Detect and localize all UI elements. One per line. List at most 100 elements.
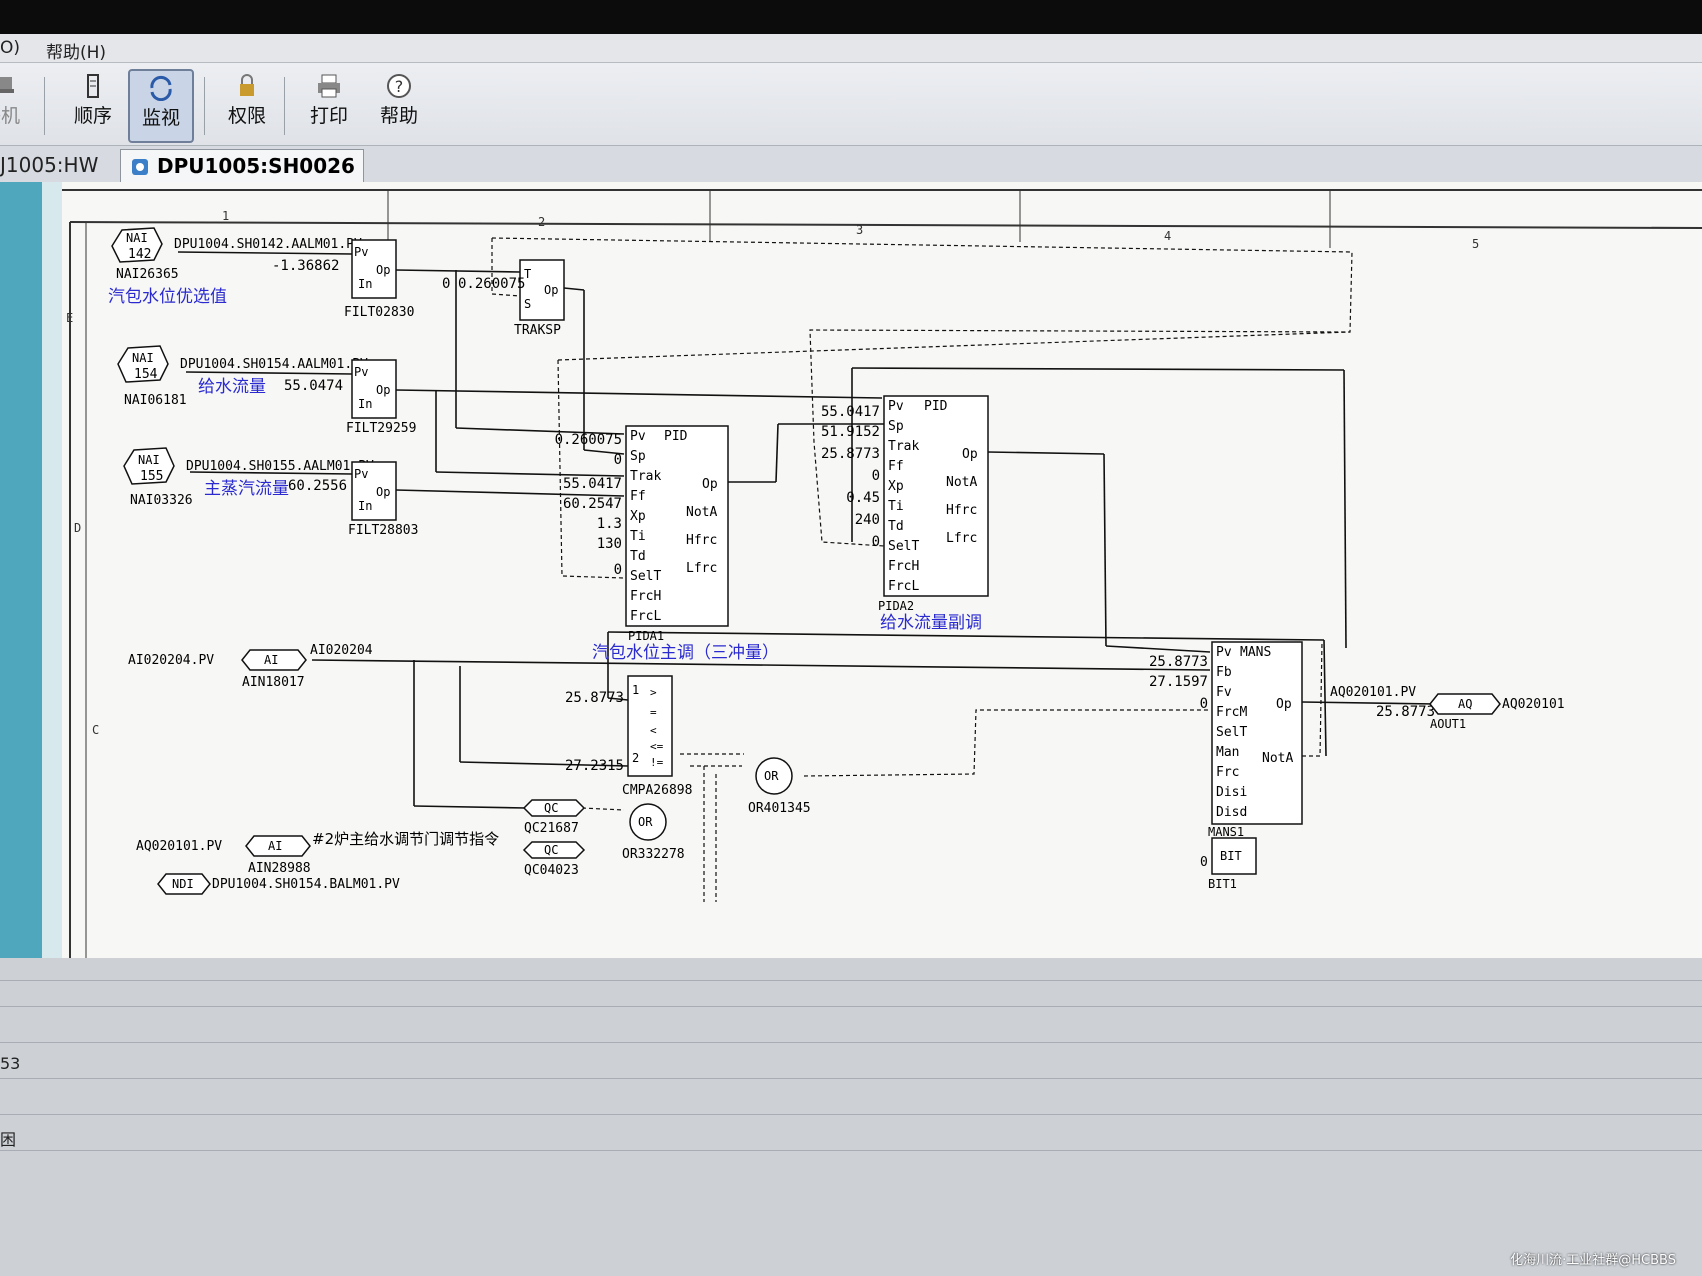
pida2-value: 0.45	[846, 490, 880, 506]
nai142-name: NAI26365	[116, 267, 179, 282]
logic-diagram-canvas[interactable]: 1 2 3 4 5 E D C	[62, 182, 1702, 958]
mans1-ports: Pv Fb Fv FrcM SelT Man Frc Disi Disd	[1216, 645, 1247, 820]
or401345-block[interactable]: OR OR401345	[748, 757, 811, 816]
mans1-value: 27.1597	[1149, 674, 1208, 690]
pida2-value: 0	[872, 534, 880, 550]
qc21687-label: QC	[544, 801, 558, 815]
pida1-port: Trak	[630, 469, 661, 484]
menu-item-o[interactable]: O)	[0, 38, 21, 58]
filt29259-block[interactable]: Pv Op In FILT29259	[346, 359, 416, 436]
filt02830-name: FILT02830	[344, 305, 414, 320]
online-button[interactable]: 联机	[0, 69, 32, 139]
pida2-value: 240	[855, 512, 880, 528]
ndi-shape-label: NDI	[172, 877, 194, 891]
pida1-value: 55.0417	[563, 476, 622, 492]
pida2-value: 25.8773	[821, 446, 880, 462]
document-tab-bar: J1005:HW DPU1005:SH0026	[0, 146, 1702, 183]
tab-sh0026[interactable]: DPU1005:SH0026	[120, 149, 364, 182]
grid-labels: 1 2 3 4 5 E D C	[66, 209, 1479, 737]
filt02830-in: In	[358, 277, 372, 291]
ain28988-shape-label: AI	[268, 839, 282, 853]
cmpa-op: !=	[650, 756, 664, 769]
pida1-desc: 汽包水位主调（三冲量）	[592, 643, 779, 663]
mans1-port: FrcM	[1216, 705, 1247, 720]
sequence-button[interactable]: 顺序	[62, 69, 124, 139]
traksp-value: 0.260075	[458, 276, 525, 292]
cmpa-op: <=	[650, 740, 664, 753]
mans1-port: Fb	[1216, 665, 1232, 680]
pida1-block[interactable]: PID Pv Sp Trak Ff Xp Ti Td SelT FrcH Frc…	[555, 425, 779, 663]
mans1-output: Op	[1276, 697, 1292, 712]
qc04023-name: QC04023	[524, 863, 579, 878]
menu-item-help[interactable]: 帮助(H)	[46, 43, 107, 63]
nai142-block[interactable]: NAI 142 DPU1004.SH0142.AALM01.PV NAI2636…	[108, 227, 362, 307]
tab-hw[interactable]: J1005:HW	[0, 153, 99, 177]
cmpa-v1: 25.8773	[565, 690, 624, 706]
filt28803-pv: Pv	[354, 467, 368, 481]
pida1-output: Op	[702, 477, 718, 492]
cmpa-op: <	[650, 724, 657, 737]
nai154-block[interactable]: NAI 154 DPU1004.SH0154.AALM01.PV NAI0618…	[117, 345, 368, 408]
ain28988-desc: #2炉主给水调节门调节指令	[312, 830, 499, 848]
traksp-name: TRAKSP	[514, 323, 561, 338]
nai142-num: 142	[128, 247, 151, 262]
or401345-name: OR401345	[748, 801, 811, 816]
pida2-value: 0	[872, 468, 880, 484]
filt29259-op: Op	[376, 383, 390, 397]
nai155-desc: 主蒸汽流量	[204, 479, 289, 499]
pida1-value: 1.3	[597, 516, 622, 532]
or332278-name: OR332278	[622, 847, 685, 862]
pida2-port: Ff	[888, 459, 904, 474]
pida1-value: 0	[614, 562, 622, 578]
ain28988-block[interactable]: AI AQ020101.PV #2炉主给水调节门调节指令 AIN28988	[136, 830, 499, 876]
lock-icon	[240, 74, 254, 96]
monitor-label: 监视	[141, 107, 180, 129]
pida2-port: FrcH	[888, 559, 919, 574]
cmpa-op: =	[650, 706, 657, 719]
print-button[interactable]: 打印	[298, 69, 360, 139]
mans1-block[interactable]: MANS Pv Fb Fv FrcM SelT Man Frc Disi Dis…	[1149, 641, 1435, 839]
ain18017-block[interactable]: AI AI020204.PV AI020204 AIN18017	[128, 643, 373, 690]
ain18017-shape-label: AI	[264, 653, 278, 667]
aout1-block[interactable]: AQ AOUT1 AQ020101	[1429, 693, 1565, 731]
cmpa26898-block[interactable]: 1 2 > = < <= != 25.8773 27.2315 CMPA2689…	[565, 675, 692, 798]
cmpa-name: CMPA26898	[622, 783, 692, 798]
grid-col-label: 5	[1472, 237, 1479, 251]
permission-button[interactable]: 权限	[216, 69, 278, 139]
panel-row-text: 53	[0, 1054, 21, 1073]
nai155-block[interactable]: NAI 155 DPU1004.SH0155.AALM01.PV NAI0332…	[123, 447, 374, 508]
ndi-block[interactable]: NDI DPU1004.SH0154.BALM01.PV	[157, 873, 400, 895]
traksp-block[interactable]: T Op S TRAKSP 0 0.260075	[442, 259, 565, 338]
tab-sh0026-label: DPU1005:SH0026	[157, 154, 355, 178]
filt02830-block[interactable]: Pv Op In FILT02830	[344, 239, 414, 320]
pida2-ports: Pv Sp Trak Ff Xp Ti Td SelT FrcH FrcL	[888, 399, 919, 594]
sheet-frame	[62, 189, 1702, 958]
qc21687-block[interactable]: QC QC21687	[522, 799, 586, 836]
monitor-button[interactable]: 监视	[128, 69, 194, 143]
aout1-name: AOUT1	[1430, 717, 1466, 731]
mans1-port: Frc	[1216, 765, 1239, 780]
mans1-output: NotA	[1262, 751, 1293, 766]
left-panel	[0, 182, 62, 958]
mans1-outputs: Op NotA	[1262, 697, 1293, 766]
mans1-op-tag: AQ020101.PV	[1330, 685, 1416, 700]
pida2-block[interactable]: PID Pv Sp Trak Ff Xp Ti Td SelT FrcH Frc…	[821, 395, 989, 633]
bit1-block[interactable]: BIT 0 BIT1	[1200, 837, 1257, 891]
traksp-s: S	[524, 297, 531, 311]
nai155-num: 155	[140, 469, 163, 484]
pida2-output: NotA	[946, 475, 977, 490]
pida2-port: Xp	[888, 479, 904, 494]
filt28803-block[interactable]: Pv Op In FILT28803	[348, 461, 418, 538]
or332278-block[interactable]: OR OR332278	[622, 803, 685, 862]
mans1-port: SelT	[1216, 725, 1247, 740]
bit1-name: BIT1	[1208, 877, 1237, 891]
online-label: 联机	[0, 105, 20, 127]
pida1-input-values: 0.260075 0 55.0417 60.2547 1.3 130 0	[555, 432, 622, 578]
ain18017-tag: AI020204.PV	[128, 653, 214, 668]
mans1-port: Pv	[1216, 645, 1232, 660]
help-icon: ?	[387, 74, 411, 98]
help-button[interactable]: ? 帮助	[368, 69, 430, 139]
permission-label: 权限	[227, 105, 266, 127]
mans1-port: Man	[1216, 745, 1239, 760]
qc04023-block[interactable]: QC QC04023	[522, 841, 586, 878]
